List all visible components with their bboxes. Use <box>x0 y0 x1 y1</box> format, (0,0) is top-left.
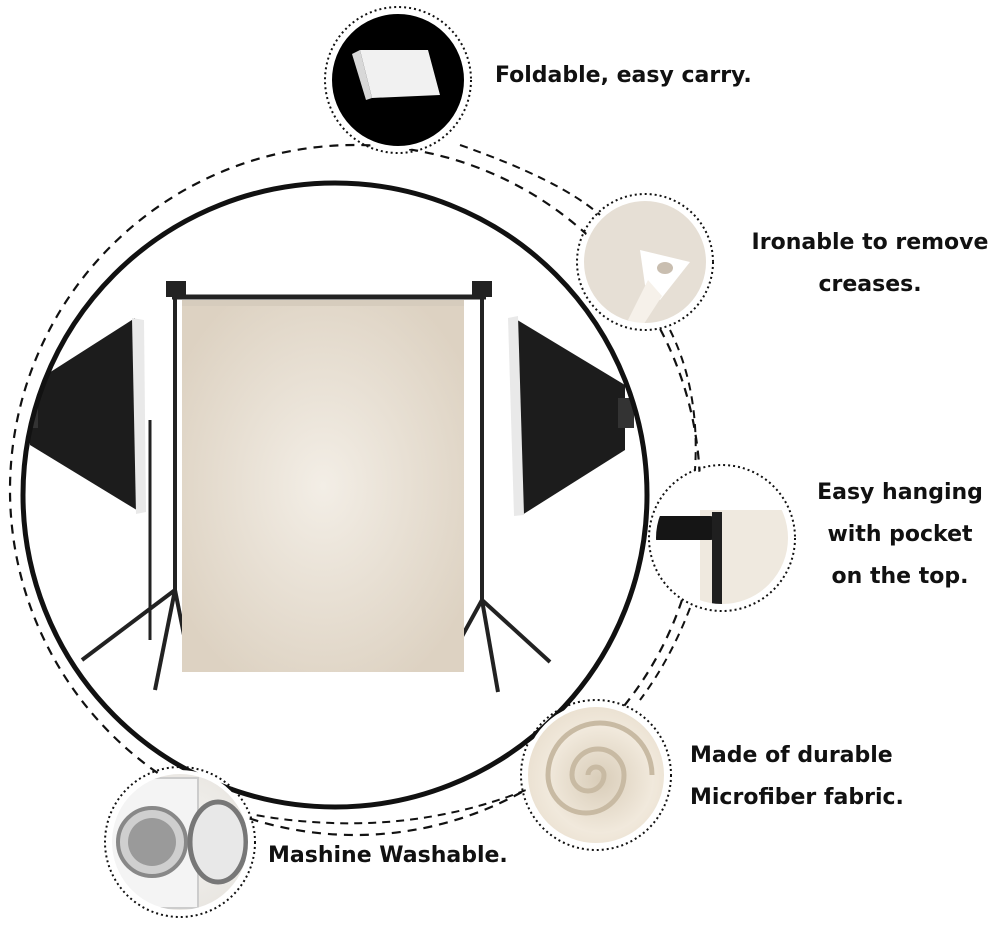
right-light-stand <box>458 281 552 693</box>
feature-photo-swirl <box>520 699 672 851</box>
feature-photo-iron <box>576 193 714 331</box>
feature-label-hanging: Easy hanging with pocket on the top. <box>817 480 983 589</box>
connector-bottom <box>254 789 527 825</box>
connector-right-1 <box>669 329 697 471</box>
feature-label-foldable: Foldable, easy carry. <box>495 63 752 88</box>
feature-photo-folded <box>324 6 472 154</box>
connector-top <box>459 144 601 216</box>
right-softbox <box>508 316 634 516</box>
feature-label-microfiber: Made of durable Microfiber fabric. <box>690 743 904 810</box>
connector-right-2 <box>639 607 691 701</box>
feature-label-ironable: Ironable to remove creases. <box>751 230 989 297</box>
main-circle-border <box>20 180 650 810</box>
left-softbox <box>23 318 152 640</box>
backdrop-fabric <box>182 300 464 672</box>
main-studio-photo <box>23 183 647 807</box>
feature-photo-washer <box>104 766 256 918</box>
feature-label-washable: Mashine Washable. <box>268 843 508 868</box>
feature-photo-pocket <box>648 464 796 612</box>
